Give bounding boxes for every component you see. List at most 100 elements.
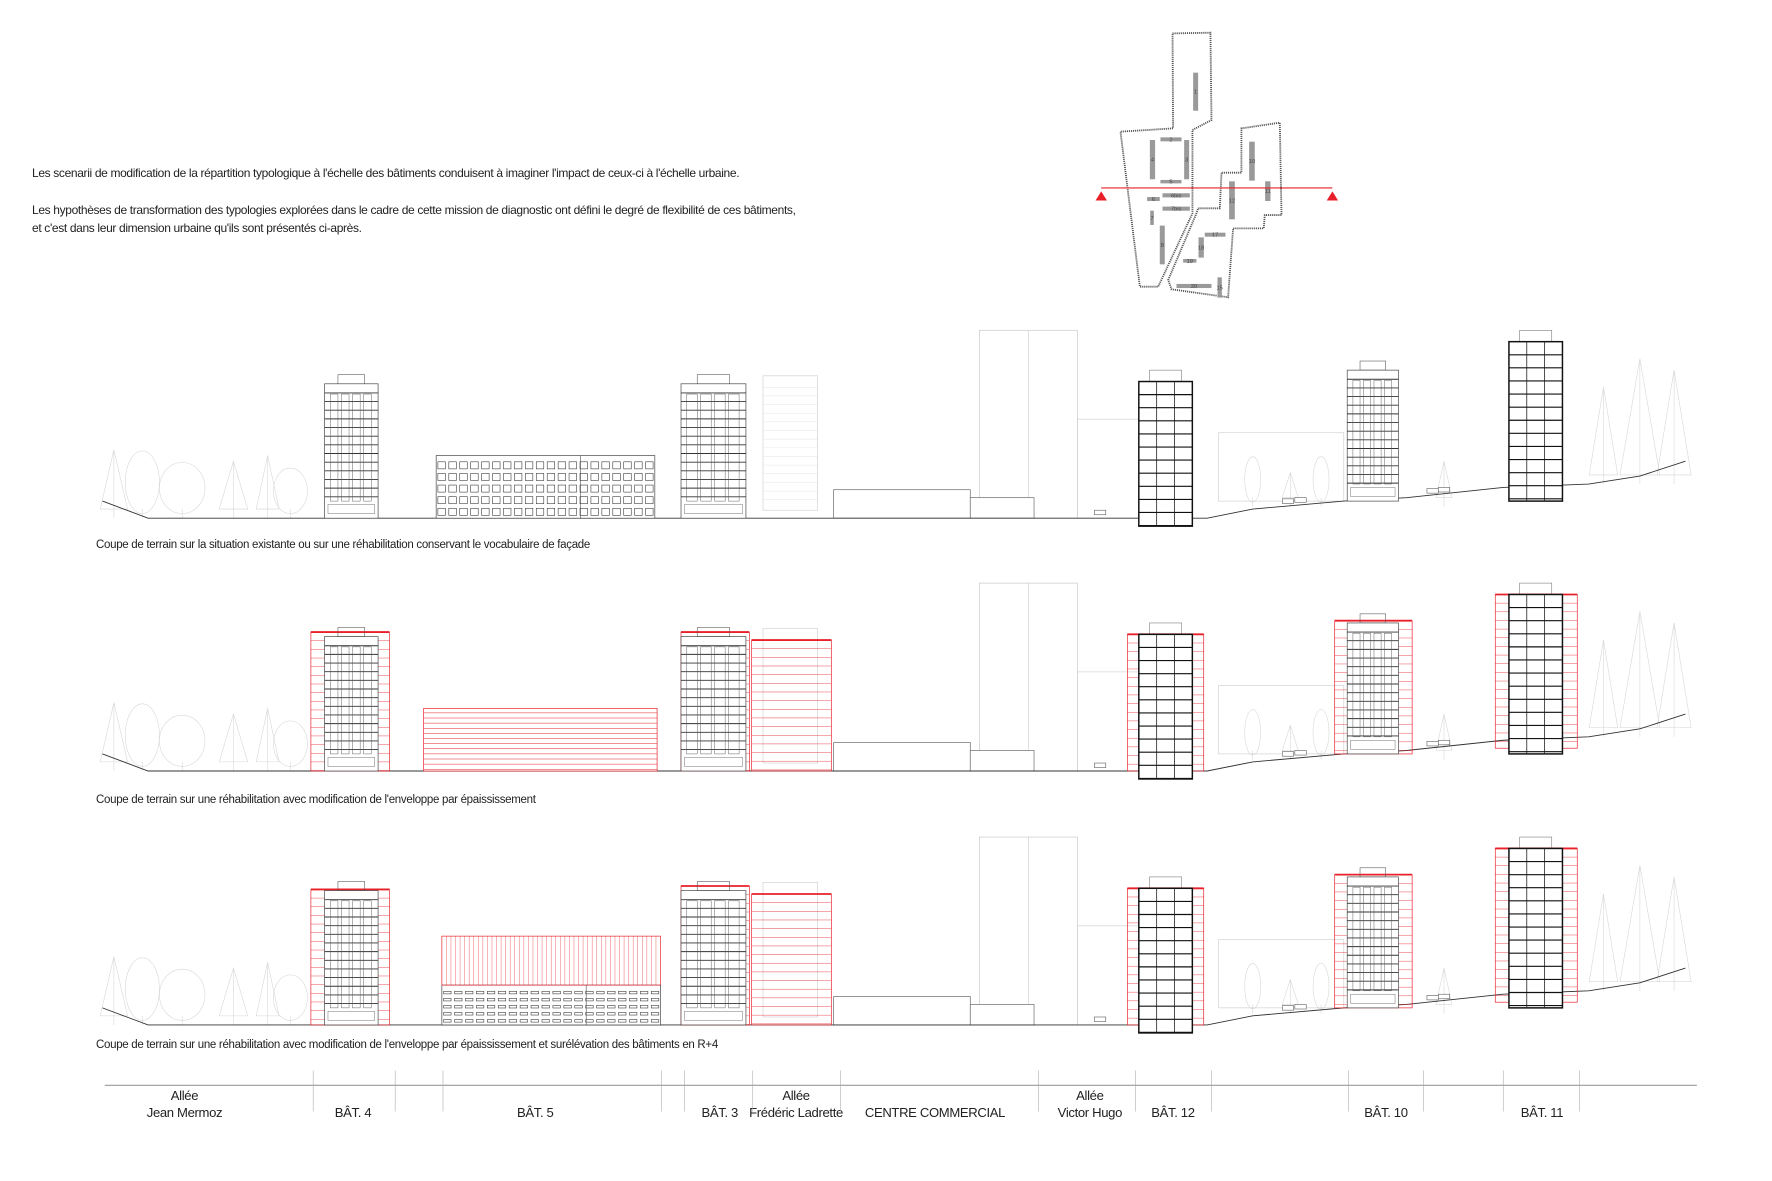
bat-5-window [546,496,556,505]
bat-5-window [465,998,474,1002]
bat-5-window [574,1005,583,1009]
building-footprint [1159,225,1165,265]
roof-plant-room [1519,582,1553,595]
building-number: 8 [1161,243,1164,249]
bat-5-window [579,496,588,505]
window-column [728,900,740,1009]
deciduous-tree-icon [1312,456,1330,503]
building-block: 5 [1160,180,1182,186]
bat-5-window [568,496,577,505]
building-block: 12 [1229,181,1235,220]
ghost-tower-bat-2 [762,375,818,511]
bat-5-window [546,473,556,481]
bat-5-window [612,461,621,470]
bat-5-window [563,1012,572,1016]
tower-section [1138,380,1194,527]
bat-5-window [519,1012,528,1016]
deciduous-tree-icon [273,974,308,1021]
bat-3-tower [680,881,747,1026]
building-number: 11 [1265,189,1271,195]
bat-5-window [448,507,457,516]
intro-line-3: et c'est dans leur dimension urbaine qu'… [32,221,362,235]
building-number: 1 [1194,90,1197,96]
building-number: 2 [1169,137,1172,143]
car-icon [1094,762,1107,768]
bat-5-window [508,1012,517,1016]
car-icon [1282,1005,1294,1011]
building-number: 17 [1212,233,1218,239]
car-icon [1438,993,1450,1000]
tower-section [1508,593,1564,755]
roof-plant-room [1149,622,1182,635]
label-bat-3: BÂT. 3 [701,1105,738,1120]
bat-5-window [514,461,523,470]
bat-5-window [541,1019,550,1023]
bat-5-window [519,998,528,1002]
bat-5-window [497,1005,507,1009]
bat-5-window [497,1019,507,1023]
centre-commercial-annex [969,497,1035,519]
bat-5-window [514,473,523,481]
bat-5-window [530,998,539,1002]
window-column [330,900,339,1009]
bat-5-window [590,473,599,481]
bat-5-window [601,507,610,516]
label-allee-victor-hugo-1: Allée [1076,1088,1103,1103]
window-column [686,900,698,1009]
bat-5-window [519,1019,528,1023]
window-column [1352,886,1361,992]
bat-5-window [623,507,632,516]
ground-floor-pilotis [327,757,375,767]
bat-5-window [568,473,577,481]
bat-5-window [525,461,534,470]
window-column [1352,380,1361,485]
bat-5-window [618,1005,627,1009]
bat-5-window [618,1019,627,1023]
bat-5-window [596,991,605,995]
window-column [714,393,726,502]
tower-section [1138,633,1194,780]
bat-5-window [607,1019,616,1023]
bat-5-window [470,484,479,493]
bat-5-window [508,991,517,995]
roof-plant-room [1149,369,1182,382]
tower-facade [680,890,747,1026]
bat-4-tower [324,627,379,772]
bat-5-window [574,1012,583,1016]
bat-5-window [640,1019,649,1023]
bat-5-window [492,484,501,493]
building-footprint [1162,193,1190,198]
car-icon [1094,509,1107,516]
bat-4-tower [324,881,379,1026]
building-footprint [1147,197,1160,202]
window-column [1373,886,1382,992]
bat-5-window [530,1019,539,1023]
bat-5-window [651,998,660,1002]
label-centre-commercial: CENTRE COMMERCIAL [865,1105,1005,1120]
bat-5-window [503,473,512,481]
bat-5-window [612,496,621,505]
deciduous-tree-icon [1244,709,1261,756]
window-column [363,393,372,502]
building-block: 18 [1198,237,1204,258]
window-column [1384,632,1392,738]
bat-5-window [541,998,550,1002]
tower-facade [680,383,747,519]
bat-5-window [514,496,523,505]
roof-plant-room [1149,876,1182,889]
bat-5-window [470,461,479,470]
bat-5-window [645,496,654,505]
ghost-tower-bat-2 [762,628,818,764]
label-bat-11: BÂT. 11 [1521,1105,1564,1120]
bat-5-window [618,1012,627,1016]
bat-5-window [579,507,588,516]
deciduous-tree-icon [1244,963,1261,1010]
window-column [341,393,350,502]
building-footprint [1176,283,1212,289]
building-block: 7bis [1162,206,1190,213]
bat-5-window [530,1012,539,1016]
bat-12-tower [1138,369,1194,527]
ground-floor-pilotis [1350,740,1396,750]
ground-floor-pilotis [327,1011,375,1021]
